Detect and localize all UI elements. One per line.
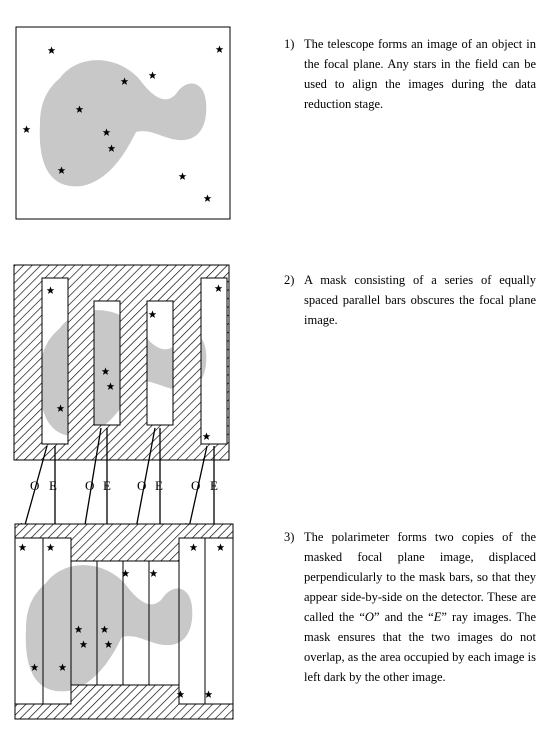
mask-panel bbox=[13, 264, 230, 461]
o-ray-label: O bbox=[85, 478, 95, 493]
step-2-caption: 2) A mask consisting of a series of equa… bbox=[284, 270, 536, 330]
step-text: The polarimeter forms two copies of the … bbox=[304, 530, 536, 684]
arrow-down-icon bbox=[20, 445, 48, 533]
o-ray-name: O bbox=[364, 610, 374, 624]
e-ray-label: E bbox=[103, 478, 111, 493]
o-ray-label: O bbox=[137, 478, 147, 493]
o-ray-label: O bbox=[30, 478, 40, 493]
e-ray-label: E bbox=[49, 478, 57, 493]
step-number: 2) bbox=[284, 273, 295, 287]
e-ray-label: E bbox=[210, 478, 218, 493]
arrow-down-icon bbox=[185, 445, 208, 533]
step-3-caption: 3) The polarimeter forms two copies of t… bbox=[284, 527, 536, 687]
step-number: 3) bbox=[284, 530, 295, 544]
e-ray-name: E bbox=[433, 610, 442, 624]
o-ray-label: O bbox=[191, 478, 201, 493]
detector-panel bbox=[14, 523, 234, 720]
step-text: A mask consisting of a series of equally… bbox=[304, 273, 536, 327]
e-ray-label: E bbox=[155, 478, 163, 493]
step-1-caption: 1) The telescope forms an image of an ob… bbox=[284, 34, 536, 114]
step-text: The telescope forms an image of an objec… bbox=[304, 37, 536, 111]
e-ray-strip bbox=[204, 537, 234, 705]
step-number: 1) bbox=[284, 37, 295, 51]
